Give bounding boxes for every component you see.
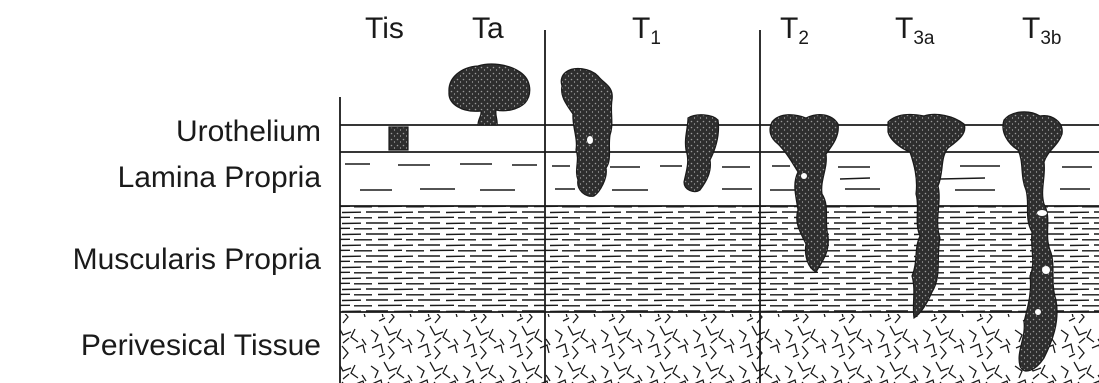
perivesical-layer <box>340 314 1099 383</box>
muscularis-layer <box>340 206 1099 312</box>
tumor-t1-papillary <box>561 69 612 197</box>
tumor-t1-invasive <box>684 115 719 192</box>
lamina-propria-dashes <box>345 164 1092 190</box>
tumor-ta <box>449 64 530 125</box>
tumor-tis <box>389 127 408 150</box>
